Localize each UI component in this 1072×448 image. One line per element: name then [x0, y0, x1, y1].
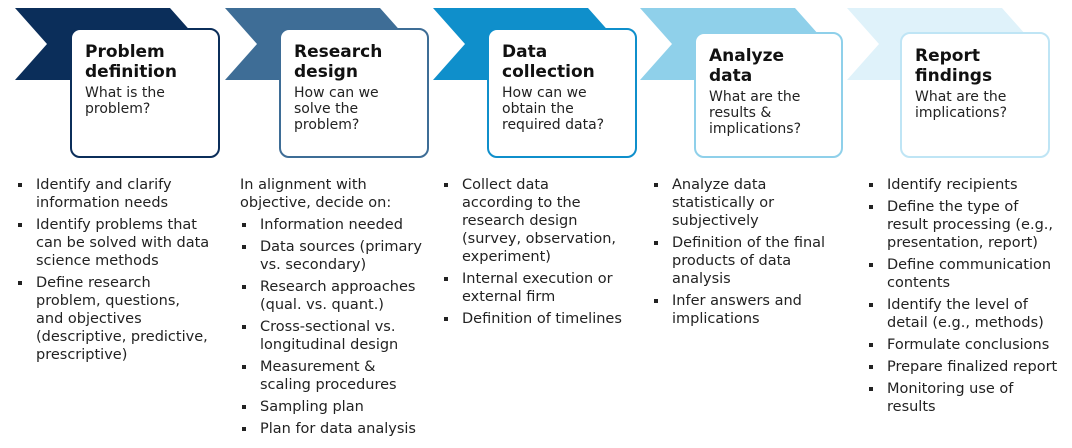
activity-item: Identify the level of detail (e.g., meth…: [867, 296, 1057, 332]
activity-item: Identify recipients: [867, 176, 1057, 194]
activity-item: Measurement & scaling procedures: [240, 358, 422, 394]
stage-question: How can we solve the problem?: [294, 85, 379, 133]
activity-item: Define communication contents: [867, 256, 1057, 292]
activity-item: Identify and clarify information needs: [16, 176, 209, 212]
stage-activities-4: Analyze data statistically or subjective…: [652, 176, 825, 332]
activity-item: Cross-sectional vs. longitudinal design: [240, 318, 422, 354]
activities-intro: In alignment with objective, decide on:: [240, 177, 392, 211]
stage-question: What are the results & implications?: [709, 89, 802, 137]
stage-title: Report findings: [915, 46, 993, 86]
stage-title: Research design: [294, 42, 383, 82]
activity-item: Plan for data analysis: [240, 420, 422, 438]
activity-item: Infer answers and implications: [652, 292, 825, 328]
activity-item: Define the type of result processing (e.…: [867, 198, 1057, 252]
activity-item: Research approaches (qual. vs. quant.): [240, 278, 422, 314]
stage-title: Analyze data: [709, 46, 785, 86]
stage-question: What is the problem?: [85, 85, 165, 117]
activity-item: Monitoring use of results: [867, 380, 1057, 416]
activity-item: Prepare finalized report: [867, 358, 1057, 376]
stage-activities-2: In alignment with objective, decide on: I…: [240, 176, 422, 442]
activity-item: Identify problems that can be solved wit…: [16, 216, 209, 270]
stage-title: Data collection: [502, 42, 595, 82]
activity-item: Definition of timelines: [442, 310, 622, 328]
activity-item: Collect data according to the research d…: [442, 176, 622, 266]
activity-item: Definition of the final products of data…: [652, 234, 825, 288]
activity-item: Information needed: [240, 216, 422, 234]
stage-title: Problem definition: [85, 42, 177, 82]
activity-item: Formulate conclusions: [867, 336, 1057, 354]
activity-item: Analyze data statistically or subjective…: [652, 176, 825, 230]
activity-item: Data sources (primary vs. secondary): [240, 238, 422, 274]
stage-question: What are the implications?: [915, 89, 1008, 121]
stage-question: How can we obtain the required data?: [502, 85, 605, 133]
activity-item: Sampling plan: [240, 398, 422, 416]
activity-item: Define research problem, questions, and …: [16, 274, 209, 364]
stage-activities-3: Collect data according to the research d…: [442, 176, 622, 332]
activity-item: Internal execution or external firm: [442, 270, 622, 306]
